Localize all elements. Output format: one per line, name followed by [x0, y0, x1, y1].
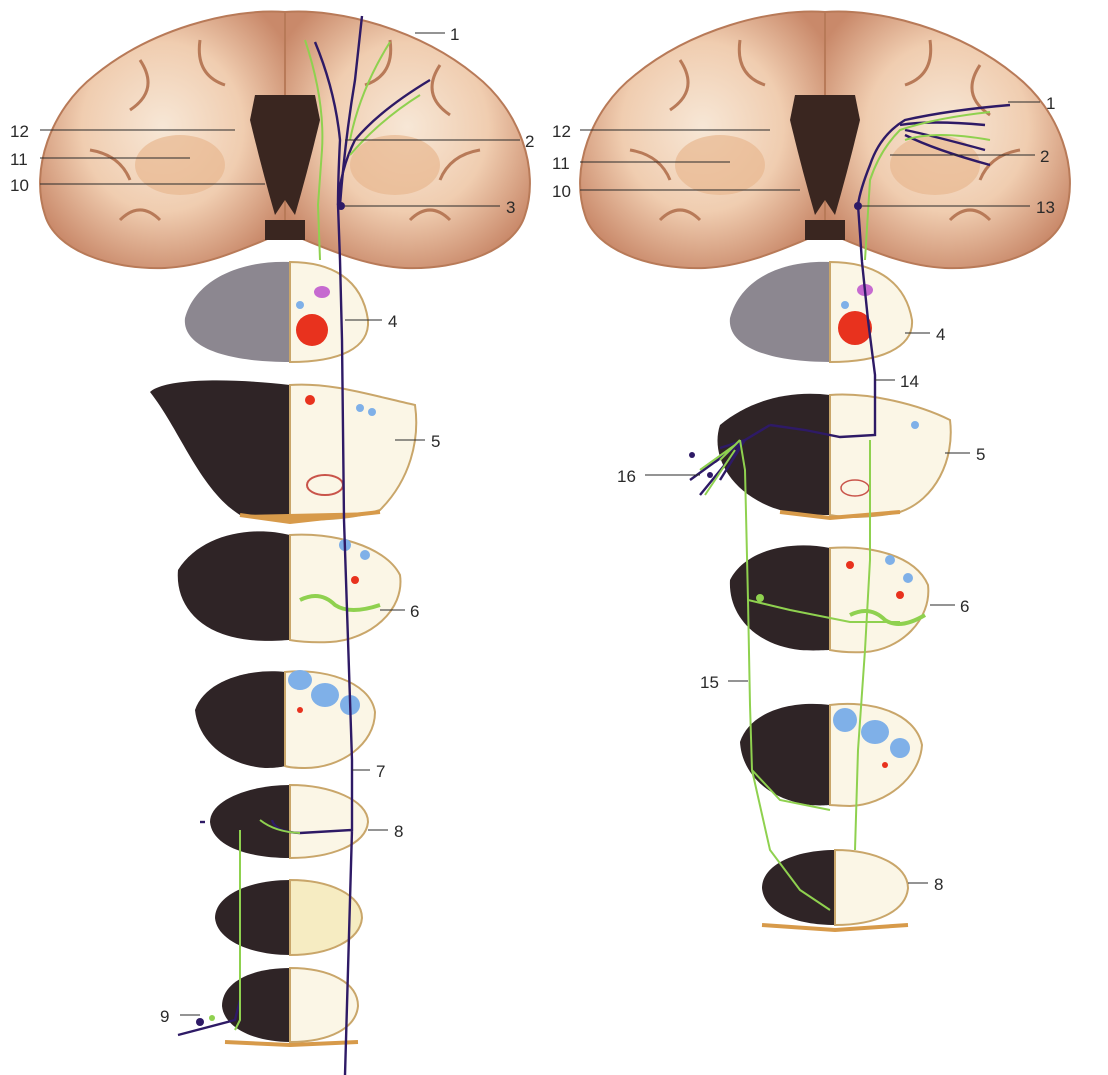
- label-4-right: 4: [936, 325, 945, 344]
- left-upper-medulla-section: [178, 531, 401, 642]
- label-10-left: 10: [10, 176, 29, 195]
- label-5-right: 5: [976, 445, 985, 464]
- label-5-left: 5: [431, 432, 440, 451]
- label-2-left: 2: [525, 132, 534, 151]
- left-lower-medulla-section: [195, 670, 375, 768]
- right-coronal-brain-section: [580, 12, 1070, 269]
- left-cervical-cord-section-b: [215, 880, 362, 955]
- label-4-left: 4: [388, 312, 397, 331]
- label-8-left: 8: [394, 822, 403, 841]
- label-15: 15: [700, 673, 719, 692]
- label-7-left: 7: [376, 762, 385, 781]
- label-6-left: 6: [410, 602, 419, 621]
- label-12-right: 12: [552, 122, 571, 141]
- label-3-left: 3: [506, 198, 515, 217]
- label-1-left: 1: [450, 25, 459, 44]
- left-pons-section: [150, 380, 416, 522]
- left-column: 1 2 3 4 5 6 7 8 9 10 11 12: [10, 12, 534, 1075]
- label-8-right: 8: [934, 875, 943, 894]
- label-10-right: 10: [552, 182, 571, 201]
- label-1-right: 1: [1046, 94, 1055, 113]
- left-cervical-cord-section-a: [210, 785, 368, 858]
- right-pons-section: [718, 394, 951, 518]
- label-16: 16: [617, 467, 636, 486]
- label-9: 9: [160, 1007, 169, 1026]
- label-14: 14: [900, 372, 919, 391]
- right-cervical-cord-section: [762, 850, 908, 930]
- label-2-right: 2: [1040, 147, 1049, 166]
- label-11-left: 11: [10, 150, 28, 169]
- label-11-right: 11: [552, 154, 570, 173]
- label-12-left: 12: [10, 122, 29, 141]
- left-cervical-cord-section-c: [222, 968, 358, 1045]
- label-6-right: 6: [960, 597, 969, 616]
- label-13: 13: [1036, 198, 1055, 217]
- right-column: 1 2 13 4 14 5 6 15 8 16 10 11 12: [552, 12, 1070, 930]
- right-lower-medulla-section: [740, 704, 922, 806]
- right-midbrain-section: [730, 262, 912, 362]
